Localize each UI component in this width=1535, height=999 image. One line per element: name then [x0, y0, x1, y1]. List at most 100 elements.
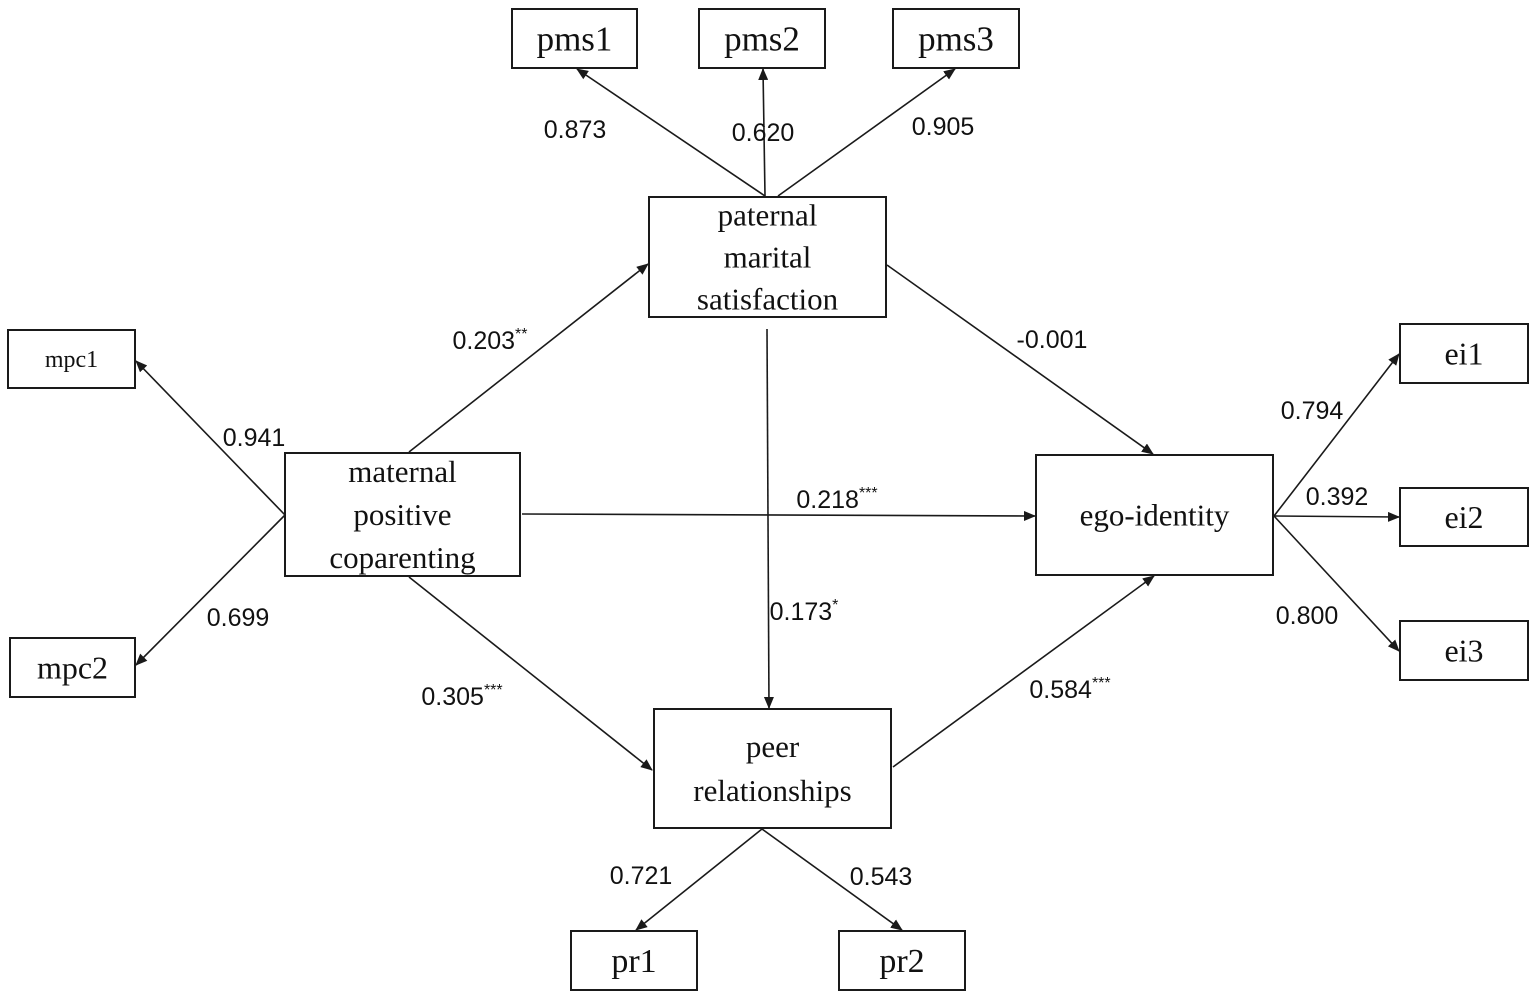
coefficient-value: -0.001: [1017, 326, 1088, 354]
loading-arrow-ei-to-ei1: [1273, 353, 1400, 517]
loading-label-pms-to-pms2: 0.620: [732, 119, 795, 147]
loading-arrow-ei-to-ei2: [1273, 511, 1400, 522]
loading-label-pr-to-pr1: 0.721: [610, 862, 673, 890]
indicator-box-pr1: [570, 930, 698, 991]
indicator-label-pms1: pms1: [537, 19, 613, 58]
significance-stars: *: [832, 597, 838, 614]
indicator-node-ei3: ei3: [1399, 620, 1529, 681]
path-arrow-mpc-to-pms: [408, 263, 649, 453]
loading-label-ei-to-ei1: 0.794: [1281, 397, 1344, 425]
indicator-node-pms3: pms3: [892, 8, 1020, 69]
indicator-node-mpc1: mpc1: [7, 329, 136, 389]
loading-label-pr-to-pr2: 0.543: [850, 863, 913, 891]
coefficient-labels-layer: 0.873 0.620 0.905 0.941 0.699 0.794 0.392 0.800…: [207, 113, 1369, 891]
indicator-box-ei2: [1399, 487, 1529, 547]
indicator-box-pr2: [838, 930, 966, 991]
latent-label-pms-line-3: satisfaction: [697, 282, 839, 317]
significance-stars: ***: [1092, 675, 1111, 692]
significance-stars: ***: [859, 485, 878, 502]
path-arrow-mpc-to-pr: [408, 576, 653, 771]
coefficient-value: 0.721: [610, 862, 673, 890]
indicator-label-mpc1: mpc1: [45, 347, 98, 373]
path-arrow-pms-to-pr: [763, 328, 774, 709]
coefficient-value: 0.794: [1281, 397, 1344, 425]
latent-label-pms-line-2: marital: [724, 240, 812, 275]
coefficient-value: 0.218: [796, 486, 859, 514]
indicator-node-ei1: ei1: [1399, 323, 1529, 384]
loading-arrow-pms-to-pms1: [576, 68, 766, 197]
indicator-label-mpc2: mpc2: [37, 649, 108, 685]
loading-label-ei-to-ei2: 0.392: [1306, 483, 1369, 511]
coefficient-value: 0.203: [452, 327, 515, 355]
latent-label-pr-line-1: peer: [746, 729, 800, 764]
path-arrow-mpc-to-ei: [521, 510, 1036, 521]
path-label-mpc-to-pms: 0.203**: [452, 326, 527, 355]
latent-box-mpc: [284, 452, 521, 577]
latent-node-mpc: maternal positive coparenting: [284, 452, 521, 577]
loading-arrow-pms-to-pms3: [777, 68, 956, 197]
latent-label-mpc-line-2: positive: [353, 497, 451, 532]
latent-label-mpc-line-1: maternal: [348, 454, 456, 489]
loading-arrow-pr-to-pr2: [761, 828, 903, 931]
indicator-node-pms2: pms2: [698, 8, 826, 69]
indicator-node-mpc2: mpc2: [9, 637, 136, 698]
indicator-label-ei3: ei3: [1444, 632, 1483, 668]
loading-arrow-mpc-to-mpc2: [135, 514, 286, 666]
loading-label-ei-to-ei3: 0.800: [1276, 602, 1339, 630]
indicator-box-pms2: [698, 8, 826, 69]
indicator-label-pms3: pms3: [918, 19, 994, 58]
loading-arrow-pr-to-pr1: [635, 828, 763, 931]
coefficient-value: 0.543: [850, 863, 913, 891]
loading-arrow-ei-to-ei3: [1273, 515, 1400, 652]
latent-label-pms-line-1: paternal: [718, 198, 818, 233]
indicator-node-pr2: pr2: [838, 930, 966, 991]
indicator-box-ei3: [1399, 620, 1529, 681]
latent-label-pr-line-2: relationships: [693, 773, 851, 808]
latent-label-ei-line-1: ego-identity: [1080, 498, 1230, 533]
coefficient-value: 0.173: [770, 598, 833, 626]
path-arrow-pms-to-ei: [886, 264, 1154, 455]
indicator-box-pms1: [511, 8, 638, 69]
latent-box-pr: [653, 708, 892, 829]
coefficient-value: 0.305: [421, 683, 484, 711]
coefficient-value: 0.873: [544, 116, 607, 144]
path-label-pr-to-ei: 0.584***: [1029, 675, 1110, 704]
coefficient-value: 0.392: [1306, 483, 1369, 511]
coefficient-value: 0.699: [207, 604, 270, 632]
indicator-box-pms3: [892, 8, 1020, 69]
indicator-label-pms2: pms2: [724, 19, 800, 58]
coefficient-value: 0.905: [912, 113, 975, 141]
edges-layer: [135, 68, 1400, 931]
loading-label-mpc-to-mpc2: 0.699: [207, 604, 270, 632]
indicator-label-ei2: ei2: [1444, 499, 1483, 535]
loading-arrow-pms-to-pms2: [758, 68, 769, 197]
indicator-box-mpc1: [7, 329, 136, 389]
coefficient-value: 0.620: [732, 119, 795, 147]
latent-node-pms: paternal marital satisfaction: [648, 196, 887, 318]
latent-box-pms: [648, 196, 887, 318]
loading-label-pms-to-pms1: 0.873: [544, 116, 607, 144]
loading-arrow-mpc-to-mpc1: [135, 360, 286, 516]
latent-box-ei: [1035, 454, 1274, 576]
loading-label-mpc-to-mpc1: 0.941: [223, 424, 286, 452]
indicator-box-ei1: [1399, 323, 1529, 384]
path-label-pms-to-ei: -0.001: [1017, 326, 1088, 354]
significance-stars: **: [515, 326, 527, 343]
path-label-mpc-to-pr: 0.305***: [421, 682, 502, 711]
significance-stars: ***: [484, 682, 503, 699]
latent-node-pr: peer relationships: [653, 708, 892, 829]
indicator-box-mpc2: [9, 637, 136, 698]
indicator-label-pr1: pr1: [611, 943, 656, 980]
path-label-mpc-to-ei: 0.218***: [796, 485, 877, 514]
latent-node-ei: ego-identity: [1035, 454, 1274, 576]
indicator-node-pms1: pms1: [511, 8, 638, 69]
latent-label-mpc-line-3: coparenting: [329, 540, 475, 575]
indicator-label-ei1: ei1: [1444, 335, 1483, 371]
coefficient-value: 0.800: [1276, 602, 1339, 630]
nodes-layer: paternal marital satisfaction maternal posit…: [7, 8, 1529, 991]
path-arrow-pr-to-ei: [892, 575, 1155, 768]
loading-label-pms-to-pms3: 0.905: [912, 113, 975, 141]
indicator-node-ei2: ei2: [1399, 487, 1529, 547]
